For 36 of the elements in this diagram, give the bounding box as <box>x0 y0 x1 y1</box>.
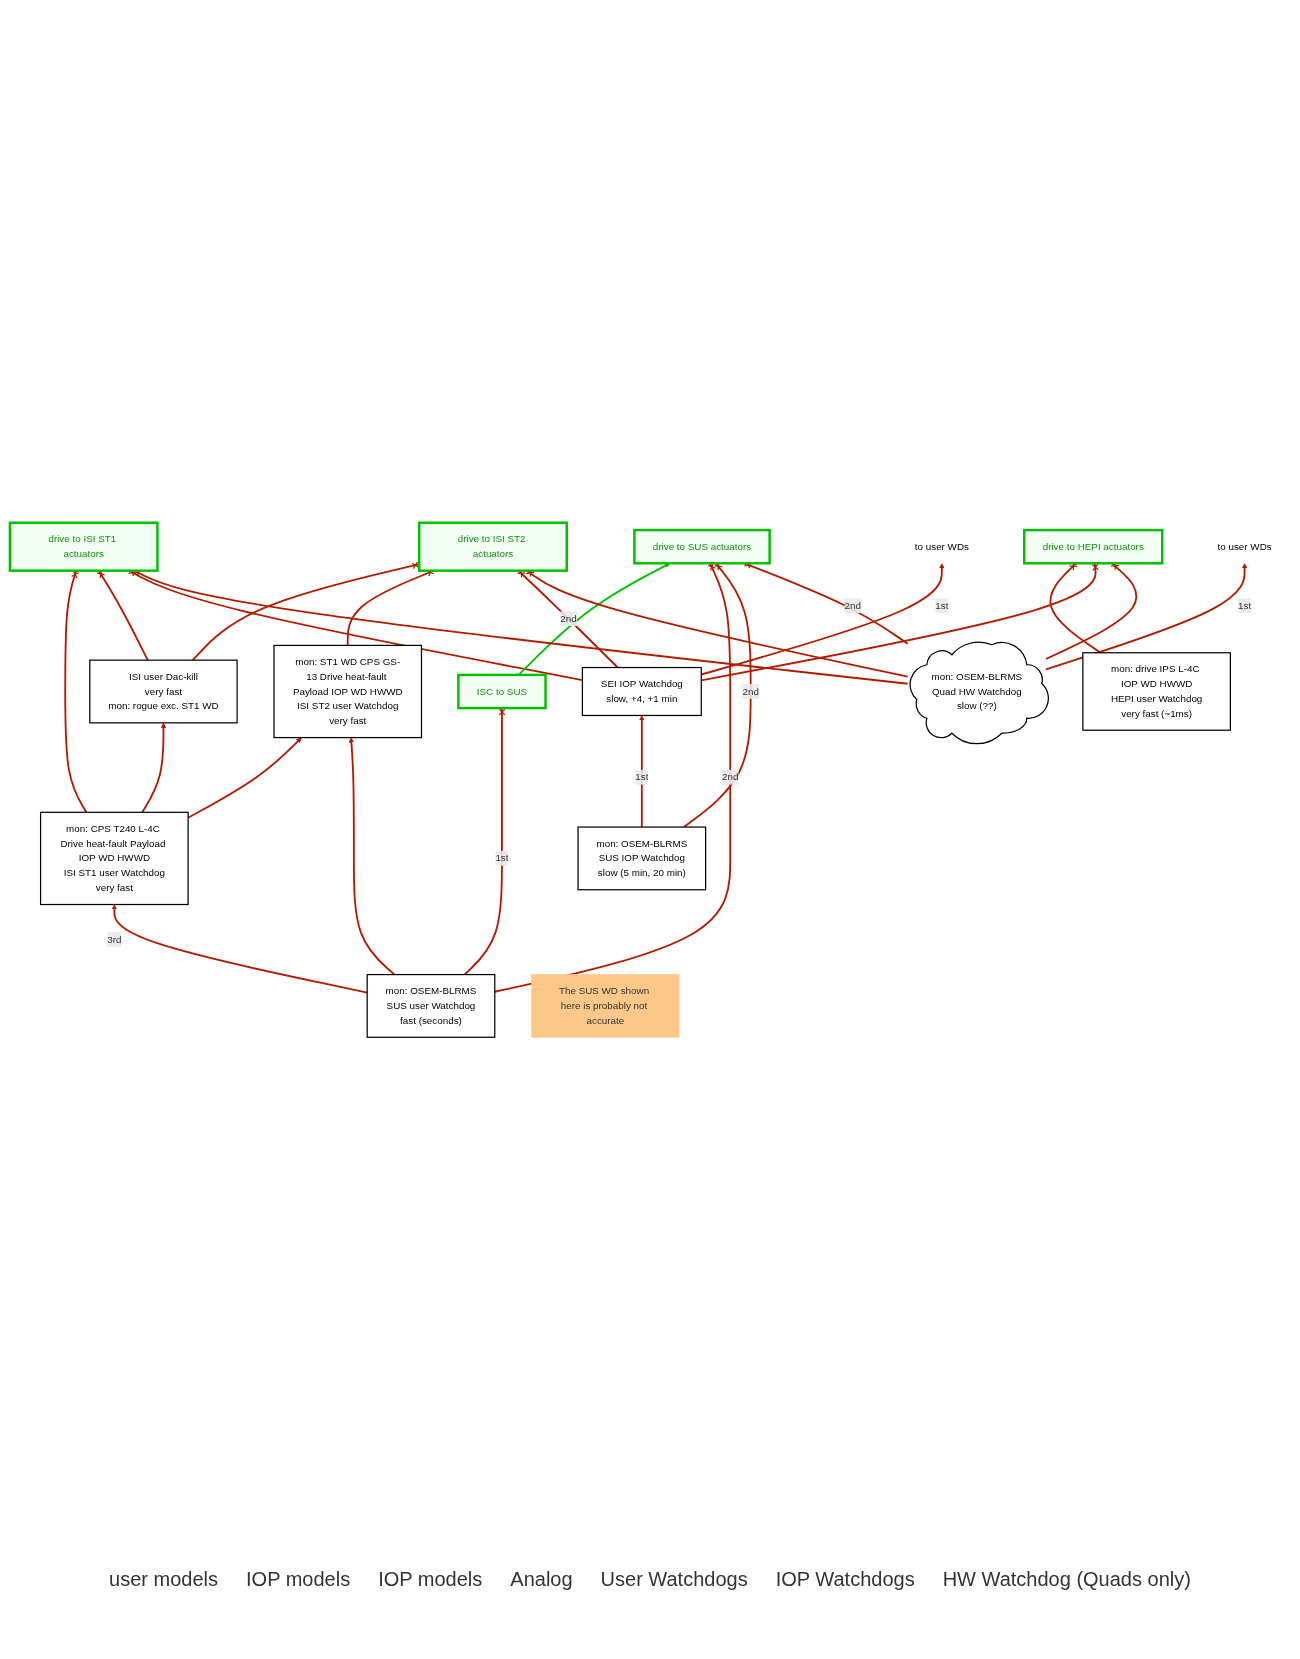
arrow <box>639 715 645 828</box>
node-text: to user WDs <box>914 541 969 552</box>
arrow <box>141 722 167 814</box>
edge-label: 2nd <box>722 771 739 783</box>
region-label: IOP models <box>246 1568 351 1591</box>
node-box: mon: drive IPS L-4C IOP WD HWWD HEPI user Watchdog very fast (~1ms) <box>1082 652 1231 731</box>
region-label: IOP models <box>378 1568 483 1591</box>
node-box: mon: CPS T240 L-4C Drive heat-fault Payload IOP WD HWWD ISI ST1 user Watchdog very fast <box>39 811 189 906</box>
edge-label: 1st <box>1238 600 1252 611</box>
node-box: drive to SUS actuators <box>633 528 771 565</box>
node-box: SEI IOP Watchdog slow, +4, +1 min <box>581 666 702 717</box>
node-box: drive to HEPI actuators <box>1023 528 1164 565</box>
node-text: to user WDs <box>1217 541 1272 552</box>
edge-label: 2nd <box>560 613 577 624</box>
node-box: mon: OSEM-BLRMS SUS user Watchdog fast (seconds) <box>366 973 496 1038</box>
edge-label: 2nd <box>844 600 861 611</box>
arrow <box>1045 563 1248 671</box>
node-box: mon: ST1 WD CPS GS-13 Drive heat-fault Payload IOP WD HWWD ISI ST2 user Watchdog very fast <box>273 644 423 739</box>
region-label: HW Watchdog (Quads only) <box>942 1568 1191 1591</box>
node-box: drive to ISI ST1 actuators <box>8 521 159 572</box>
edge-label: 1st <box>635 771 649 783</box>
node-box: ISI user Dac-kill very fast mon: rogue exc. ST1 WD <box>89 659 238 724</box>
region-label: user models <box>109 1568 219 1591</box>
node-box: mon: OSEM-BLRMS SUS IOP Watchdog slow (5 min, 20 min) <box>577 826 707 891</box>
region-label: Analog <box>510 1568 573 1591</box>
node-box: ISC to SUS <box>457 673 547 710</box>
edge-label: 3rd <box>107 934 122 945</box>
node-box: drive to ISI ST2 actuators <box>418 521 568 572</box>
node-box: The SUS WD shown here is probably not accurate <box>531 974 680 1038</box>
arrow <box>348 737 396 976</box>
region-label: IOP Watchdogs <box>775 1568 915 1591</box>
edge-label: 1st <box>935 600 949 611</box>
arrow <box>187 737 302 819</box>
region-label: User Watchdogs <box>600 1568 748 1591</box>
edge-label: 1st <box>495 852 509 864</box>
edge-label: 2nd <box>742 685 759 697</box>
